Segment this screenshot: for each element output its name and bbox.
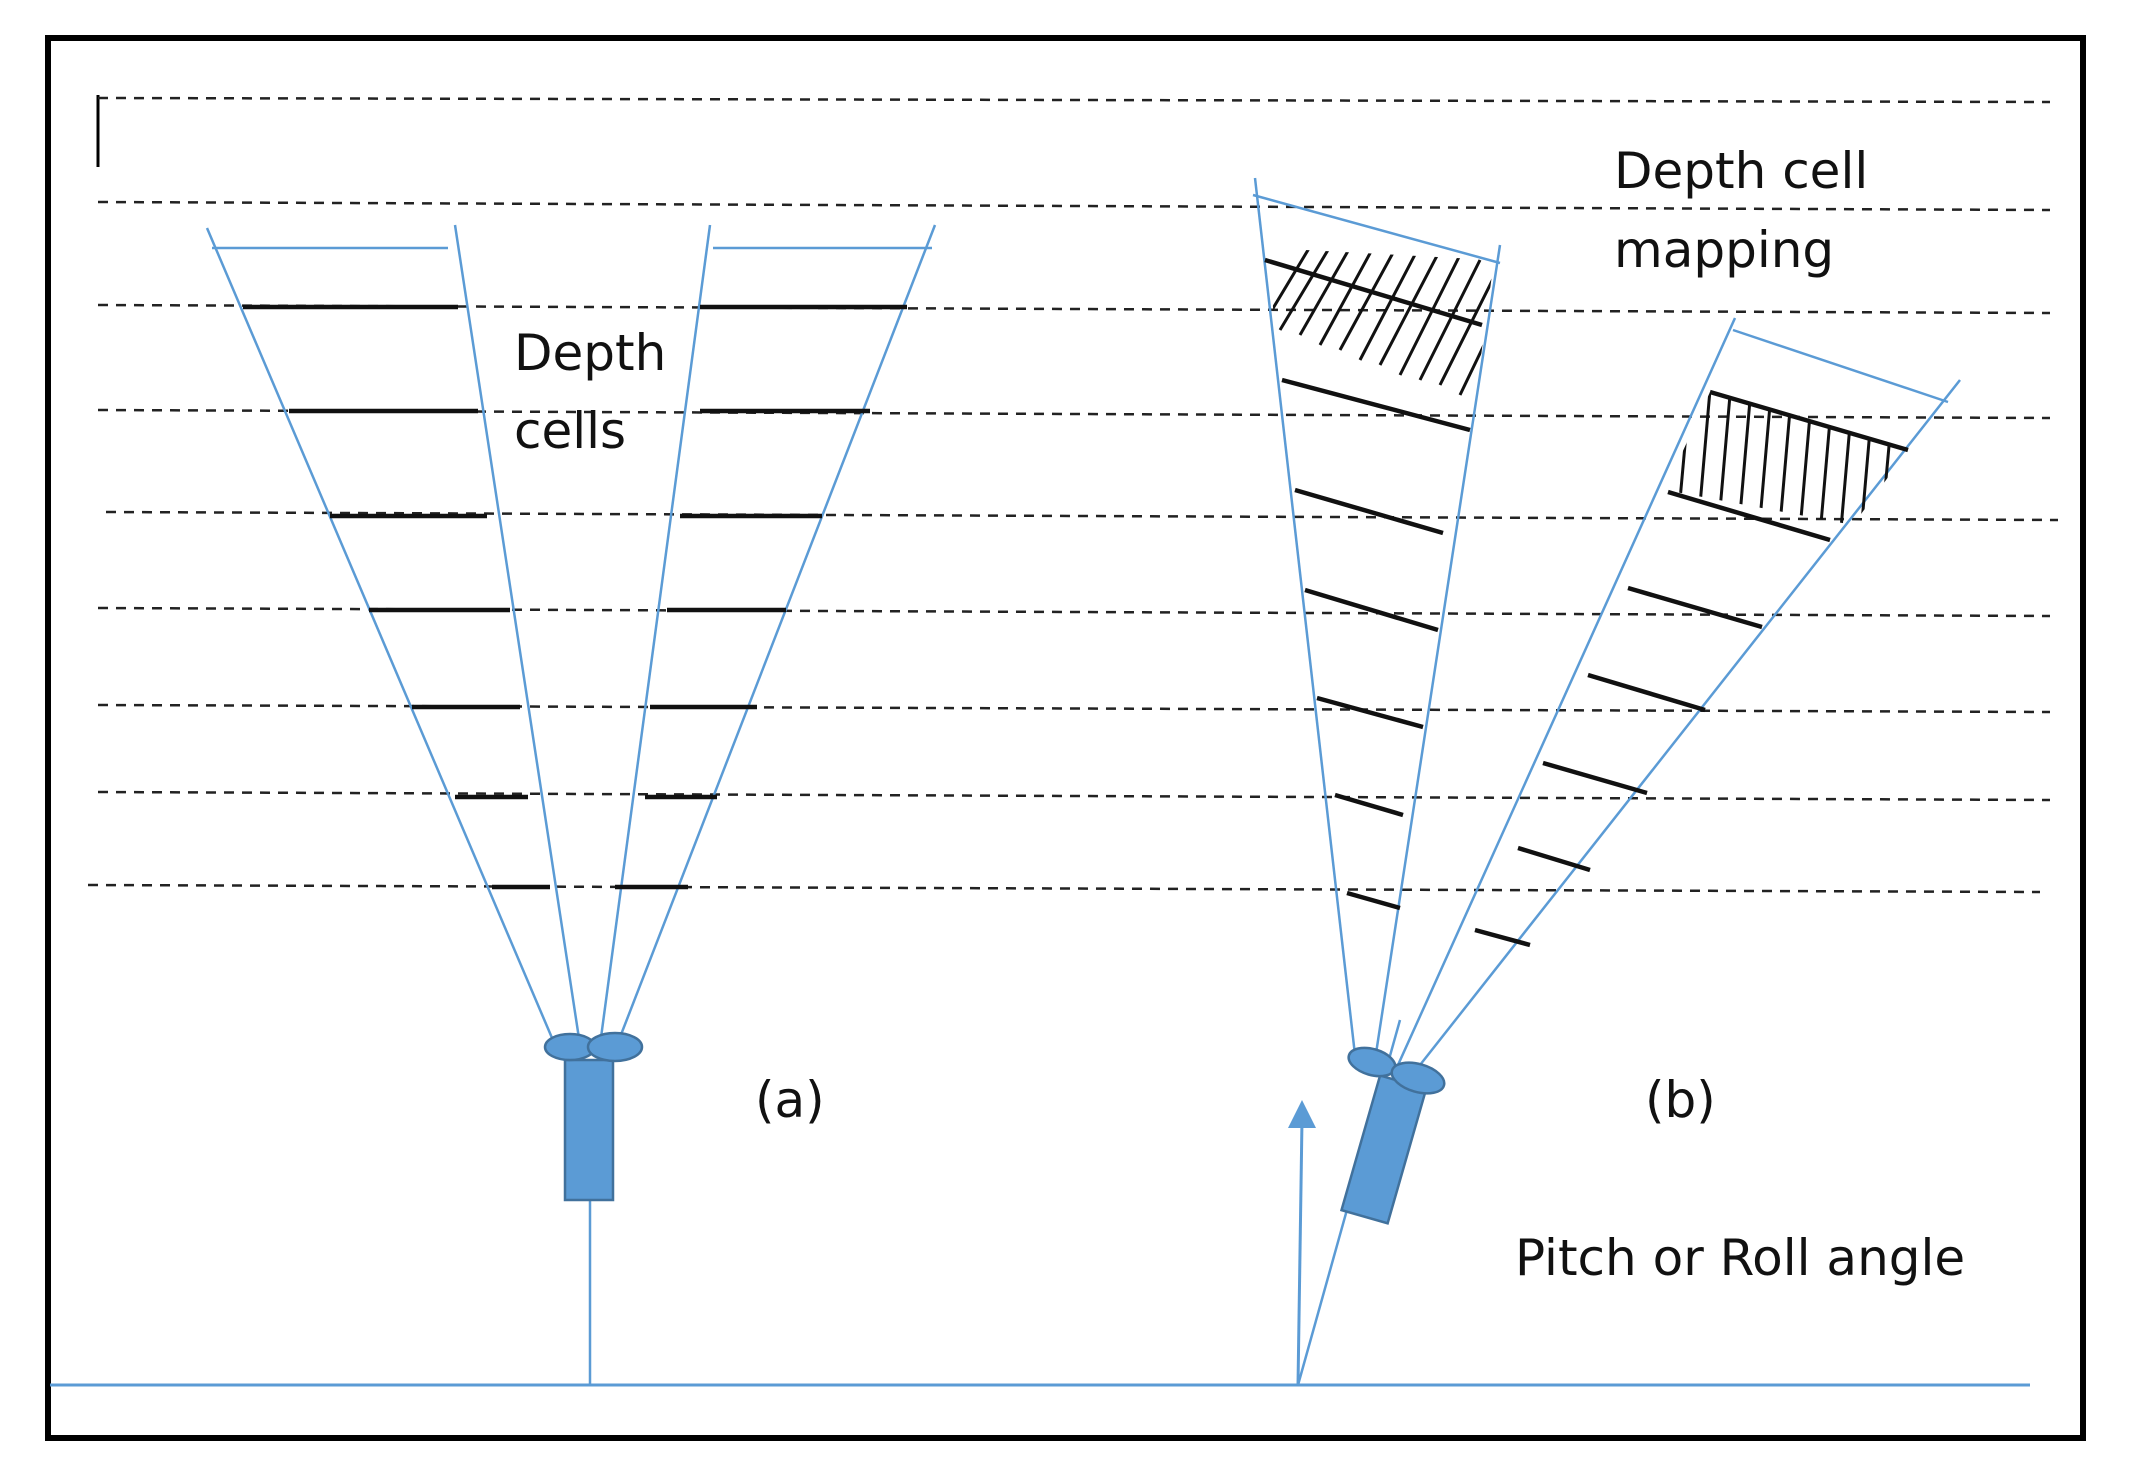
mapped-cell-hatch-2 (1678, 392, 1892, 525)
depth-cells-label-line1: Depth (514, 324, 666, 382)
depth-cells-a-left (243, 304, 550, 890)
depth-cell (1334, 792, 1404, 818)
depth-level (97, 96, 2051, 104)
mapped-cell-edge (1667, 489, 1831, 543)
transducer-body (563, 1058, 615, 1202)
beam-edge (615, 224, 937, 1046)
transducer-head-right (1390, 1061, 1446, 1095)
depth-cells-b-beam2 (1474, 585, 1763, 948)
beam-top (1252, 193, 1501, 265)
depth-level (87, 883, 2041, 894)
figure-frame (45, 35, 2086, 1441)
depth-level (97, 703, 2051, 714)
depth-cell (1304, 587, 1439, 633)
transducer-head-right (586, 1031, 644, 1063)
depth-cells-a-right (615, 304, 907, 890)
mapping-label-line2: mapping (1614, 221, 1834, 279)
beam-top (1732, 328, 1949, 404)
depth-cell (1627, 585, 1763, 630)
mapping-label-line1: Depth cell (1614, 142, 1868, 200)
panel-b: Depth cell mapping (b) Pitch or Roll ang… (1252, 142, 1965, 1386)
angle-label: Pitch or Roll angle (1515, 1229, 1965, 1287)
beam-edge (1253, 177, 1357, 1056)
beam-edge (205, 227, 557, 1046)
depth-level (97, 790, 2051, 802)
depth-cell (1346, 890, 1401, 911)
beam-edge (1373, 244, 1502, 1061)
vertical-reference-line (1296, 1119, 1304, 1386)
beam-edge (598, 224, 712, 1046)
panel-a: Depth cells (a) (205, 224, 937, 1385)
depth-level (105, 510, 2059, 522)
mapped-cell-edge (1281, 377, 1471, 433)
beams-b (1252, 177, 1961, 1386)
transducer-a (543, 1031, 644, 1202)
depth-cell (1294, 487, 1444, 536)
vertical-reference-arrowhead (1288, 1100, 1316, 1128)
transducer-body (1339, 1073, 1428, 1225)
beams-a (205, 224, 937, 1385)
depth-cell (1474, 927, 1531, 948)
beam-edge (453, 224, 582, 1046)
depth-cell (1587, 672, 1706, 713)
mapped-cell-edge (1264, 257, 1483, 328)
beam-edge (1419, 379, 1961, 1066)
depth-level (97, 200, 2051, 212)
transducer-b (1339, 1073, 1428, 1225)
panel-a-label: (a) (755, 1071, 825, 1129)
depth-cell (1517, 845, 1591, 873)
depth-cell (1316, 695, 1424, 730)
depth-cell (1542, 760, 1648, 796)
beam-edge (1396, 317, 1737, 1066)
depth-cells-label-line2: cells (514, 402, 626, 460)
mapped-cell-edge (1709, 389, 1909, 453)
depth-cells-b-beam1 (1294, 487, 1444, 911)
panel-b-label: (b) (1645, 1071, 1716, 1129)
